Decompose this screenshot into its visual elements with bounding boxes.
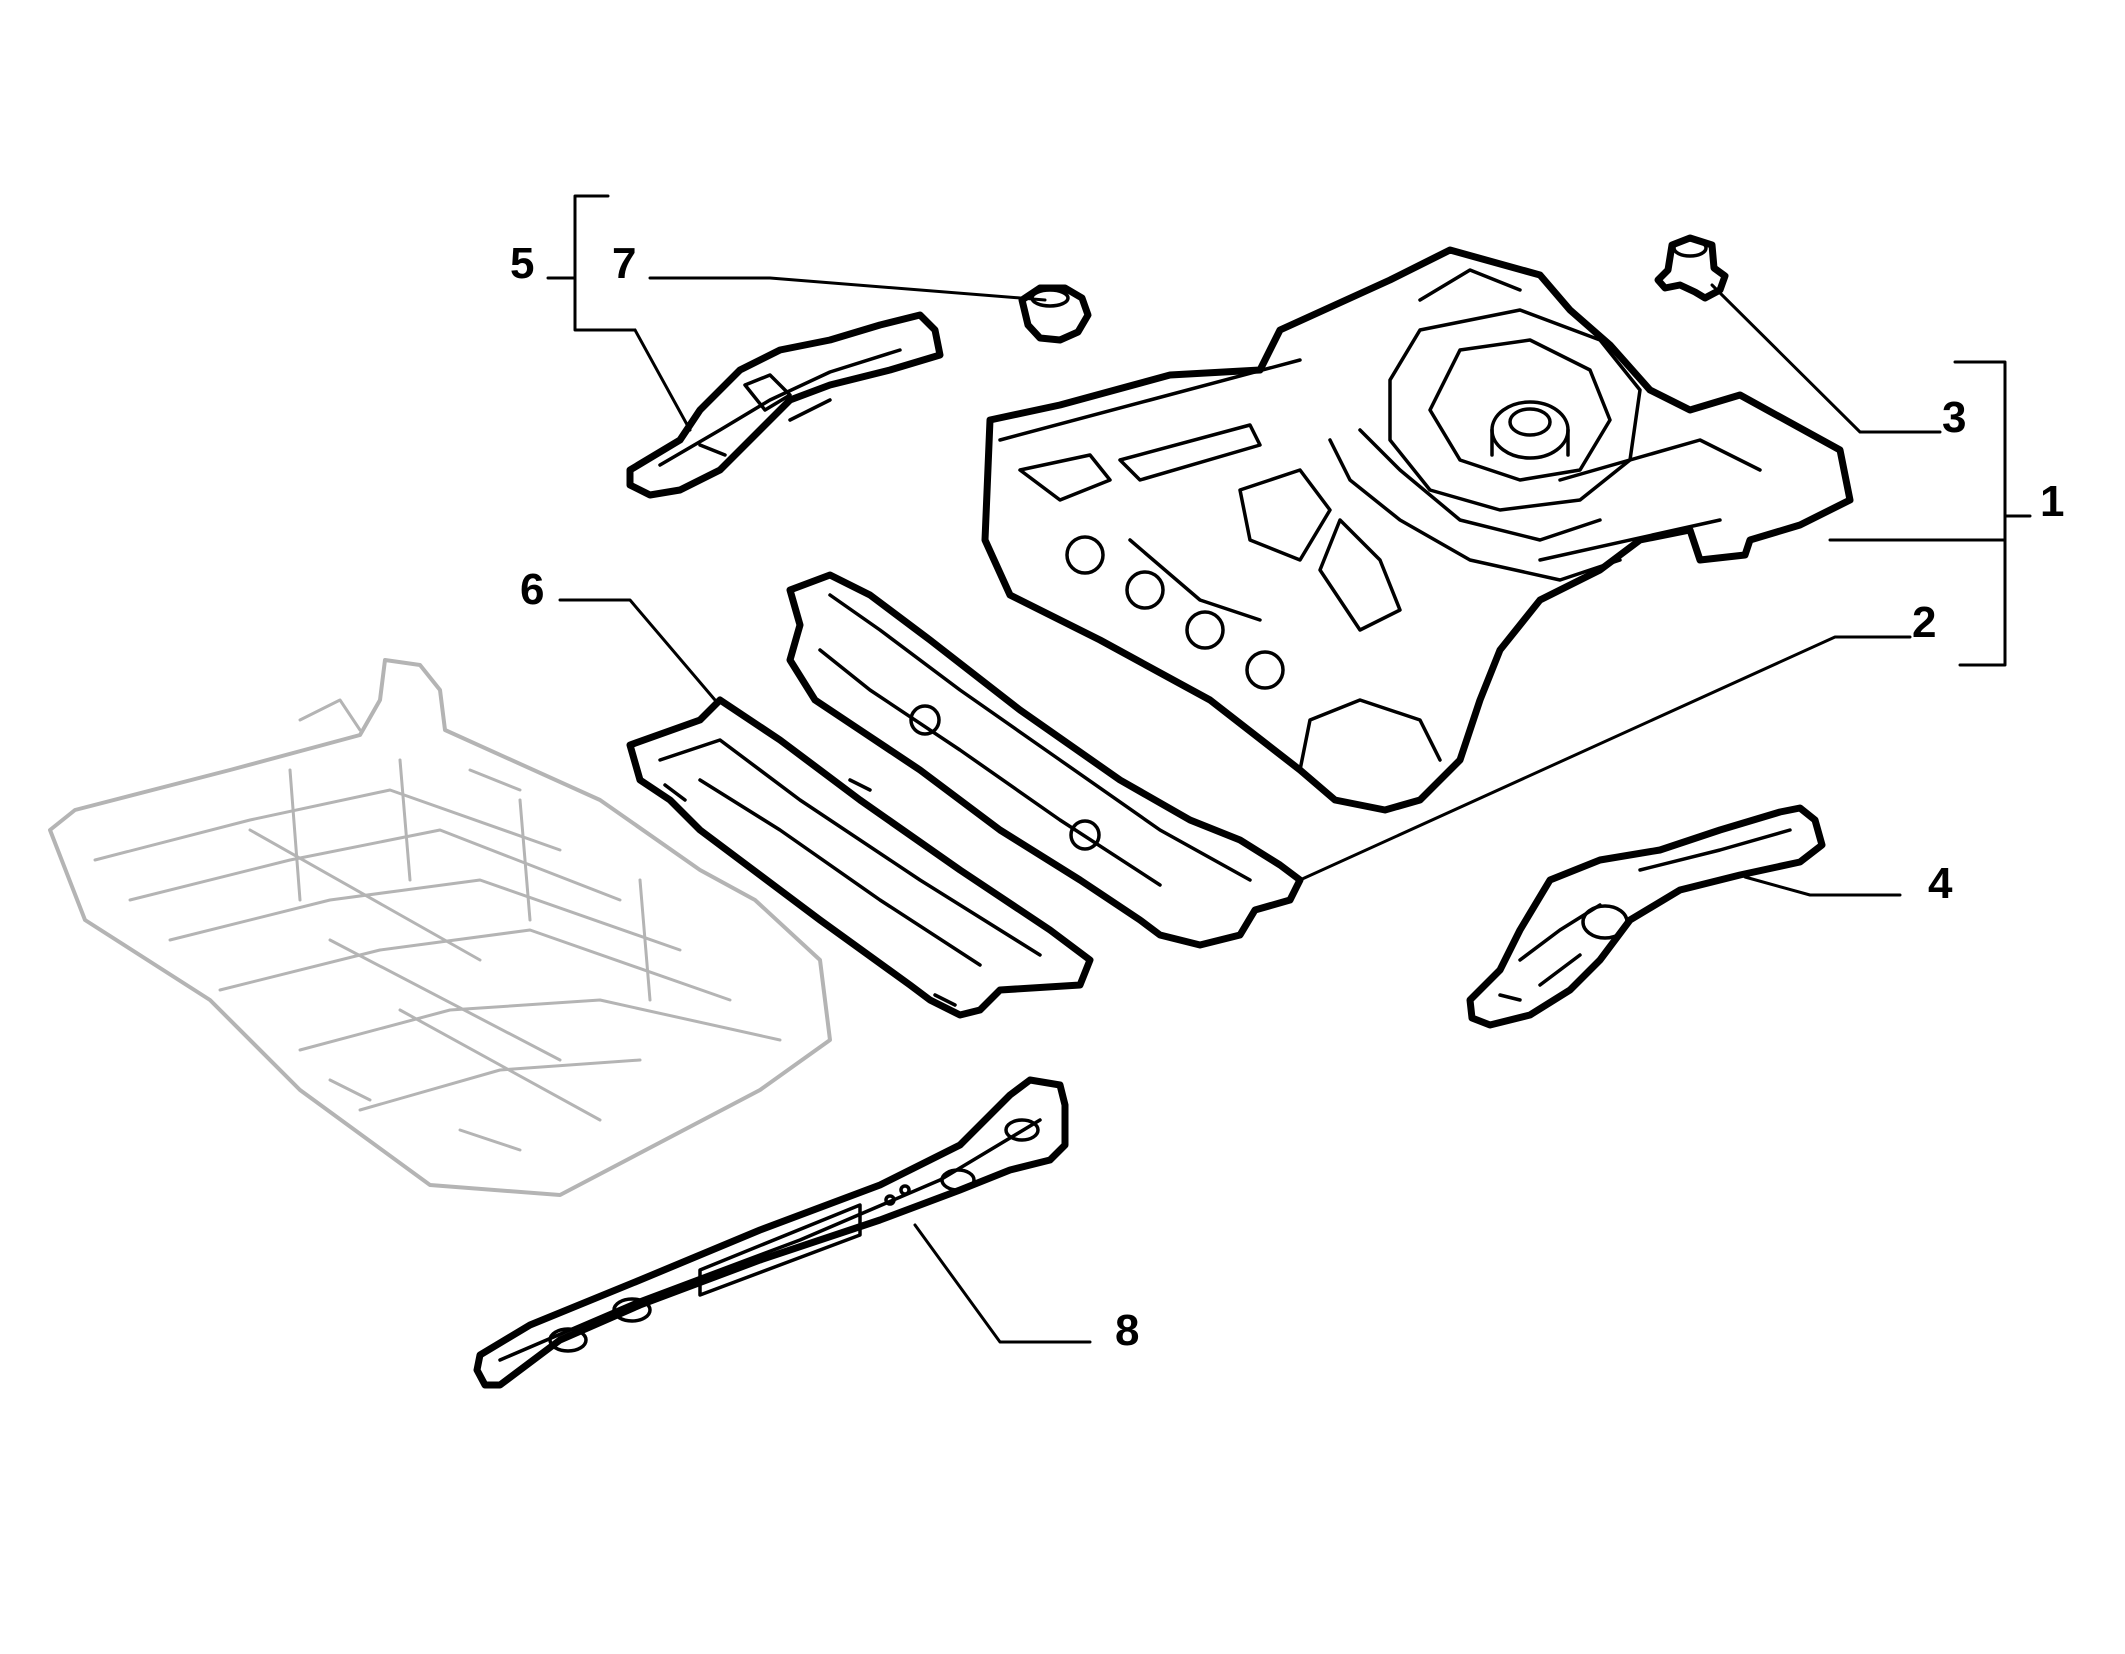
callout-4: 4 — [1928, 859, 1953, 908]
leader-8 — [913, 1223, 1092, 1344]
callout-2: 2 — [1912, 598, 1936, 647]
callout-3: 3 — [1942, 393, 1966, 442]
group-bracket-5 — [573, 194, 637, 332]
part-4-longitudinal-member-right — [1466, 804, 1826, 1029]
group-bracket-1 — [1953, 360, 2007, 667]
leader-2 — [1298, 635, 1912, 882]
part-7-grommet — [1018, 284, 1092, 344]
part-3-bracket — [1654, 234, 1729, 302]
leader-3 — [1710, 283, 1942, 434]
part-6-cross-member-front — [626, 696, 1094, 1019]
part-8-side-reinforcement — [473, 1076, 1069, 1389]
part-2-cross-member-rear — [786, 571, 1304, 949]
leader-lines — [546, 194, 2032, 1344]
leader-7 — [648, 276, 1047, 302]
callout-6: 6 — [520, 565, 544, 614]
callout-7: 7 — [612, 239, 636, 288]
leader-4 — [1743, 875, 1902, 897]
callout-labels: 5 7 3 1 2 6 4 8 — [510, 239, 2064, 1355]
leader-5-to-part — [633, 328, 692, 432]
part-5-longitudinal-member-left — [626, 311, 944, 499]
leader-6 — [558, 598, 717, 702]
part-1-rear-floor-pan — [981, 246, 1854, 814]
ghost-front-floor-pan — [48, 658, 832, 1197]
callout-5: 5 — [510, 239, 534, 288]
callout-1: 1 — [2040, 477, 2064, 526]
callout-8: 8 — [1115, 1306, 1139, 1355]
